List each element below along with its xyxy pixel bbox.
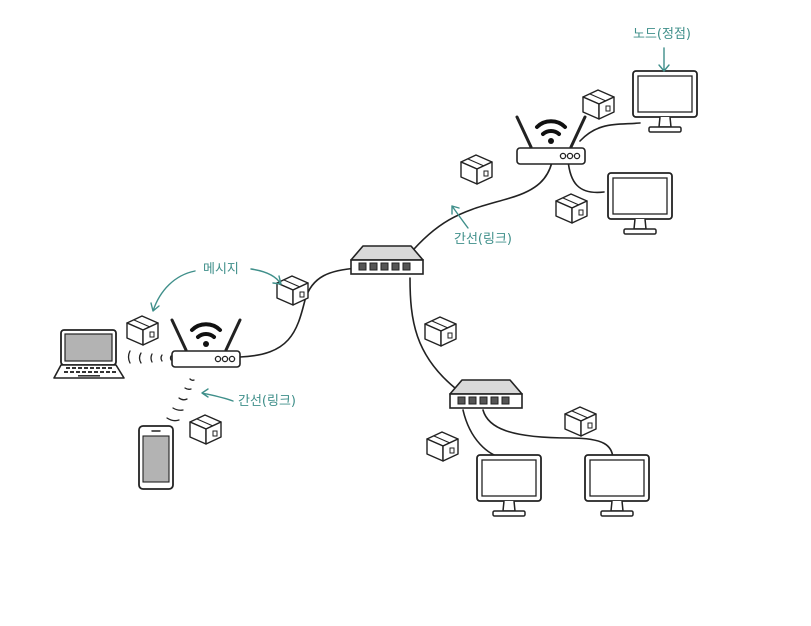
arrow-edge-bottom — [201, 388, 234, 402]
cable-router-top-to-monitor-top-2 — [567, 159, 605, 194]
cable-switch-bottom-to-monitor-bottom-1 — [462, 409, 504, 459]
annotation-arrows — [150, 47, 670, 402]
message-cube-icon — [564, 406, 597, 437]
wifi-router-top-icon — [515, 115, 587, 166]
message-label: 메시지 — [203, 262, 239, 277]
message-cube-icon — [276, 275, 309, 306]
message-cube-icon — [424, 316, 457, 347]
smartphone-icon — [138, 425, 174, 490]
wireless-waves-phone — [166, 378, 195, 422]
network-switch-center-icon — [350, 245, 424, 275]
monitor-bottom-2-icon — [584, 454, 650, 517]
cable-router-top-to-monitor-top-1 — [579, 122, 641, 142]
arrow-edge-top — [451, 205, 469, 229]
message-cube-icon — [555, 193, 588, 224]
message-cube-icon — [460, 154, 493, 185]
message-cube-icon — [426, 431, 459, 462]
node-label: 노드(정점) — [633, 27, 691, 42]
arrow-message-right — [250, 268, 282, 285]
message-cube-icon — [189, 414, 222, 445]
cables — [239, 122, 641, 459]
monitor-bottom-1-icon — [476, 454, 542, 517]
edge-label-top: 간선(링크) — [454, 232, 512, 247]
laptop-icon — [53, 329, 125, 379]
edge-label-bottom: 간선(링크) — [238, 394, 296, 409]
wifi-router-left-icon — [170, 318, 242, 369]
message-cube-icon — [582, 89, 615, 120]
wireless-waves-laptop — [127, 350, 172, 364]
cable-switch-bottom-to-monitor-bottom-2 — [482, 409, 614, 459]
cable-switch-center-to-router-top — [399, 161, 553, 267]
cable-switch-center-to-switch-bottom — [409, 277, 456, 389]
arrow-message-left — [150, 270, 196, 312]
arrow-node — [658, 47, 670, 72]
monitor-top-1-icon — [632, 70, 698, 133]
monitor-top-2-icon — [607, 172, 673, 235]
network-switch-bottom-icon — [449, 379, 523, 409]
message-cube-icon — [126, 315, 159, 346]
